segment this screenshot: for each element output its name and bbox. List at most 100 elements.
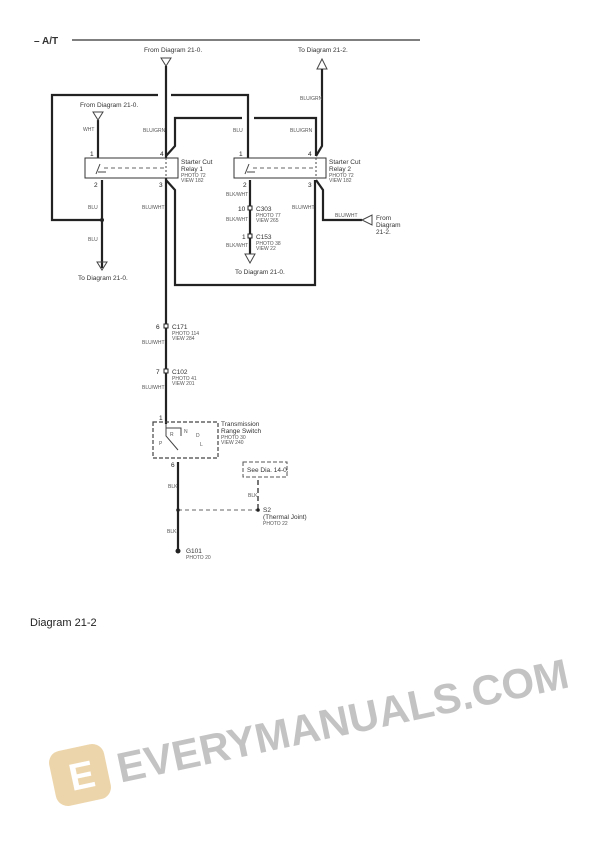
wire-label: BLU/GRN bbox=[300, 96, 323, 102]
splice-dot bbox=[100, 218, 104, 222]
svg-text:Starter Cut: Starter Cut bbox=[181, 159, 213, 166]
logo-icon bbox=[49, 744, 111, 806]
right-from-label: Diagram bbox=[376, 222, 401, 229]
svg-text:VIEW 201: VIEW 201 bbox=[172, 381, 195, 387]
starter-cut-relay-2: 1 4 2 3 Starter Cut Relay 2 PHOTO 72 VIE… bbox=[233, 151, 361, 189]
connector-triangle-icon bbox=[160, 57, 172, 67]
svg-text:3: 3 bbox=[308, 182, 312, 189]
svg-text:2: 2 bbox=[243, 182, 247, 189]
wire-label: BLU/WHT bbox=[142, 340, 165, 346]
connector-c153: 1 C153 PHOTO 38 VIEW 22 bbox=[242, 233, 281, 252]
svg-text:VIEW 265: VIEW 265 bbox=[256, 218, 279, 224]
svg-text:PHOTO 72: PHOTO 72 bbox=[329, 173, 354, 179]
wire-label: WHT bbox=[83, 127, 94, 133]
svg-text:PHOTO 77: PHOTO 77 bbox=[256, 213, 281, 219]
left-from-label: From Diagram 21-0. bbox=[80, 102, 138, 109]
g101-label: G101 bbox=[186, 548, 202, 555]
diagram-caption: Diagram 21-2 bbox=[30, 617, 97, 629]
see-dia-box bbox=[242, 461, 288, 478]
svg-text:2: 2 bbox=[94, 182, 98, 189]
wire-label: BLK bbox=[168, 484, 178, 490]
svg-text:PHOTO 30: PHOTO 30 bbox=[221, 435, 246, 441]
svg-text:VIEW 182: VIEW 182 bbox=[181, 178, 204, 184]
svg-text:VIEW 240: VIEW 240 bbox=[221, 440, 244, 446]
s2-photo: PHOTO 22 bbox=[263, 521, 288, 527]
svg-text:VIEW 22: VIEW 22 bbox=[256, 246, 276, 252]
svg-text:PHOTO 114: PHOTO 114 bbox=[172, 331, 199, 337]
right-from-label: 21-2. bbox=[376, 229, 391, 236]
svg-text:1: 1 bbox=[90, 151, 94, 158]
svg-text:Range Switch: Range Switch bbox=[221, 428, 261, 435]
right-from-label: From bbox=[376, 215, 391, 222]
wire-label: BLU bbox=[233, 128, 243, 134]
wire-label: BLK bbox=[167, 529, 177, 535]
top-to-label: To Diagram 21-2. bbox=[298, 47, 348, 54]
svg-text:1: 1 bbox=[239, 151, 243, 158]
svg-text:N: N bbox=[184, 429, 188, 435]
svg-text:C102: C102 bbox=[172, 369, 188, 376]
svg-text:VIEW 284: VIEW 284 bbox=[172, 336, 195, 342]
svg-text:PHOTO 72: PHOTO 72 bbox=[181, 173, 206, 179]
connector-triangle-icon bbox=[360, 214, 373, 226]
connector-c102: 7 C102 PHOTO 41 VIEW 201 bbox=[156, 368, 197, 387]
connector-triangle-icon bbox=[96, 261, 108, 271]
svg-text:PHOTO 41: PHOTO 41 bbox=[172, 376, 197, 382]
svg-text:Transmission: Transmission bbox=[221, 421, 260, 428]
s2-desc: (Thermal Joint) bbox=[263, 514, 307, 521]
s2-label: S2 bbox=[263, 507, 271, 514]
connector-c303: 10 C303 PHOTO 77 VIEW 265 bbox=[238, 205, 281, 224]
svg-text:C153: C153 bbox=[256, 234, 272, 241]
connector-triangle-icon bbox=[244, 253, 256, 265]
transmission-range-switch: R N D P L 1 6 Transmission Range Switch … bbox=[152, 415, 261, 469]
wire-label: BLU/WHT bbox=[335, 213, 358, 219]
wire-label: BLU/WHT bbox=[142, 385, 165, 391]
wire-label: BLU bbox=[88, 237, 98, 243]
svg-text:7: 7 bbox=[156, 369, 160, 376]
left-to-label: To Diagram 21-0. bbox=[78, 275, 128, 282]
svg-text:6: 6 bbox=[156, 324, 160, 331]
wire-label: BLU/WHT bbox=[292, 205, 315, 211]
svg-text:L: L bbox=[200, 442, 203, 448]
connector-triangle-icon bbox=[92, 111, 104, 121]
svg-text:Starter Cut: Starter Cut bbox=[329, 159, 361, 166]
splice-dot bbox=[176, 508, 180, 512]
wire-label: BLK/WHT bbox=[226, 192, 248, 198]
svg-text:VIEW 182: VIEW 182 bbox=[329, 178, 352, 184]
svg-text:3: 3 bbox=[159, 182, 163, 189]
s2-dot bbox=[256, 508, 260, 512]
svg-text:1: 1 bbox=[242, 234, 246, 241]
svg-text:C171: C171 bbox=[172, 324, 188, 331]
svg-text:1: 1 bbox=[159, 415, 163, 422]
see-dia-label[interactable]: See Dia. 14-0. bbox=[247, 467, 289, 474]
ground-icon bbox=[175, 548, 181, 554]
svg-text:4: 4 bbox=[160, 151, 164, 158]
svg-text:6: 6 bbox=[171, 462, 175, 469]
wire-label: BLU/GRN bbox=[143, 128, 166, 134]
svg-text:C303: C303 bbox=[256, 206, 272, 213]
wire-label: BLU/WHT bbox=[142, 205, 165, 211]
svg-text:Relay 1: Relay 1 bbox=[181, 166, 203, 173]
svg-text:D: D bbox=[196, 433, 200, 439]
wire-label: BLK/WHT bbox=[226, 217, 248, 223]
connector-c171: 6 C171 PHOTO 114 VIEW 284 bbox=[156, 323, 199, 342]
mid-to-label: To Diagram 21-0. bbox=[235, 269, 285, 276]
top-from-label: From Diagram 21-0. bbox=[144, 47, 202, 54]
section-title: – A/T bbox=[34, 36, 58, 47]
wires bbox=[50, 66, 362, 550]
connector-triangle-icon bbox=[316, 57, 328, 70]
svg-text:R: R bbox=[170, 432, 174, 438]
svg-text:EVERYMANUALS.COM: EVERYMANUALS.COM bbox=[113, 650, 573, 792]
svg-text:Relay 2: Relay 2 bbox=[329, 166, 351, 173]
starter-cut-relay-1: 1 4 2 3 Starter Cut Relay 1 PHOTO 72 VIE… bbox=[84, 151, 213, 189]
svg-text:PHOTO 38: PHOTO 38 bbox=[256, 241, 281, 247]
wire-label: BLU/GRN bbox=[290, 128, 313, 134]
g101-photo: PHOTO 20 bbox=[186, 555, 211, 561]
svg-text:4: 4 bbox=[308, 151, 312, 158]
wire-label: BLK/WHT bbox=[226, 243, 248, 249]
svg-text:P: P bbox=[159, 441, 163, 447]
svg-text:10: 10 bbox=[238, 206, 246, 213]
wire-label: BLK bbox=[248, 493, 258, 499]
watermark: E EVERYMANUALS.COM bbox=[49, 650, 573, 806]
wire-label: BLU bbox=[88, 205, 98, 211]
